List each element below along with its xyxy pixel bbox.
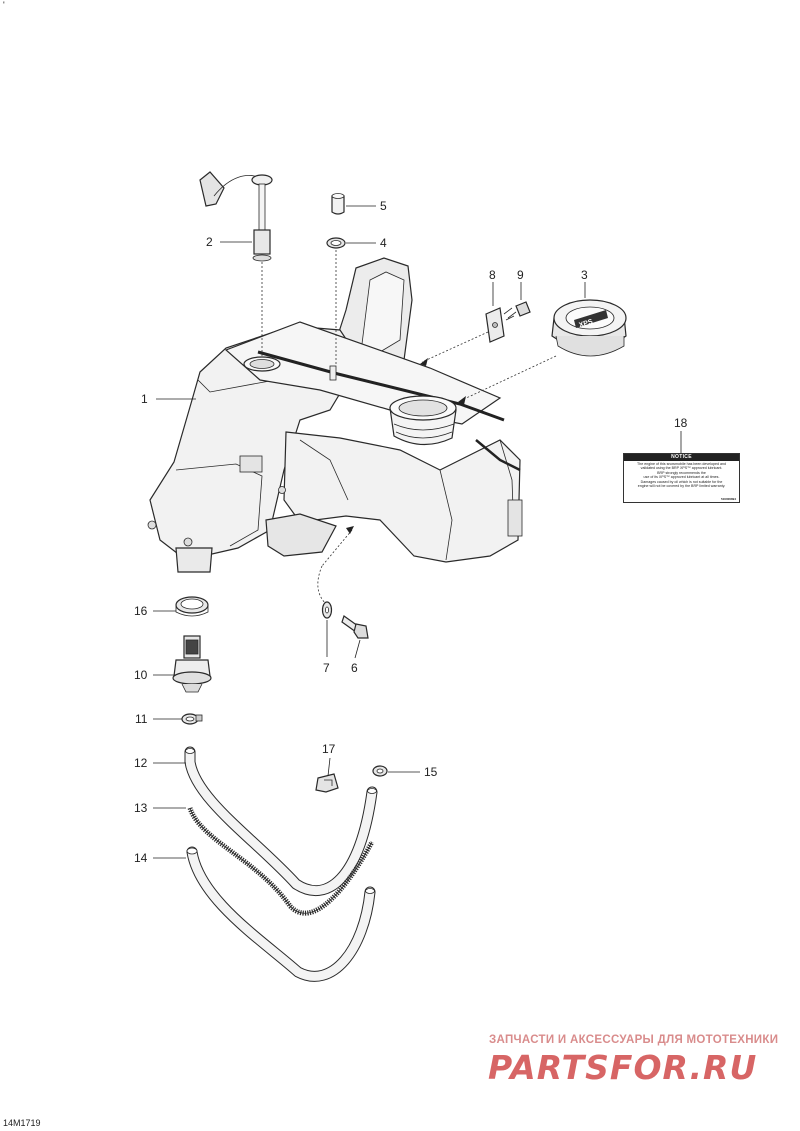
notice-heading: NOTICE (624, 454, 739, 461)
notice-line: validated using the BRP XPS™ approved lu… (640, 466, 723, 471)
watermark-brand: PARTSFOR.RU (488, 1048, 758, 1087)
washer (321, 601, 333, 619)
callout-5: 5 (380, 199, 387, 213)
notice-part-code: 516006894 (720, 497, 736, 501)
callout-2: 2 (206, 235, 213, 249)
arrow-3 (458, 396, 466, 405)
callout-8: 8 (489, 268, 496, 282)
callout-11: 11 (135, 712, 148, 726)
callout-18: 18 (674, 416, 688, 430)
svg-text:XPS: XPS (578, 318, 594, 329)
oil-level-sensor (199, 171, 273, 262)
hose-clip-15 (372, 765, 388, 777)
callout-6: 6 (351, 661, 358, 675)
oil-hose-14 (186, 846, 376, 982)
bolt (341, 615, 369, 639)
callout-1: 1 (141, 392, 148, 406)
callout-17: 17 (322, 742, 336, 756)
oil-tank (147, 257, 523, 573)
callout-13: 13 (134, 801, 148, 815)
arrow-6 (346, 526, 354, 534)
oil-hose-12 (184, 746, 378, 897)
callout-7: 7 (323, 661, 330, 675)
callout-numbers: 1 2 3 4 5 6 7 8 9 10 11 12 13 14 15 16 1… (134, 199, 688, 865)
hose-clamp-16 (175, 596, 209, 617)
screw-9 (503, 301, 531, 321)
vent-cap (331, 193, 345, 215)
callout-4: 4 (380, 236, 387, 250)
notice-line: use of its XPS™ approved lubricant at al… (643, 475, 720, 480)
watermark-tagline: ЗАПЧАСТИ И АКСЕССУАРЫ ДЛЯ МОТОТЕХНИКИ (489, 1034, 779, 1046)
cap-logo: XPS (574, 310, 608, 329)
oil-fitting (172, 635, 212, 693)
callout-3: 3 (581, 268, 588, 282)
notice-line: engine will not be covered by the BRP li… (637, 484, 726, 489)
callout-15: 15 (424, 765, 438, 779)
arrow-8 (420, 358, 428, 366)
callout-9: 9 (517, 268, 524, 282)
callout-10: 10 (134, 668, 148, 682)
spring-13 (187, 807, 375, 916)
notice-line: The engine of this snowmobile has been d… (637, 462, 726, 466)
notice-line: Damages caused by oil which is not suita… (640, 479, 723, 484)
notice-text: The engine of this snowmobile has been d… (624, 461, 739, 488)
notice-line: BRP strongly recommends the (657, 470, 706, 475)
hose-clamp-11 (181, 713, 203, 725)
nut-plate (485, 307, 505, 343)
callout-14: 14 (134, 851, 148, 865)
retainer-17 (315, 773, 339, 793)
oil-cap: XPS (551, 299, 627, 357)
figure-code: 14M1719 (3, 1118, 41, 1128)
corner-mark: ' (3, 0, 5, 10)
callout-16: 16 (134, 604, 148, 618)
small-clamp (326, 237, 346, 249)
notice-label: NOTICE The engine of this snowmobile has… (623, 453, 740, 503)
callout-leaders (153, 205, 682, 859)
callout-12: 12 (134, 756, 148, 770)
